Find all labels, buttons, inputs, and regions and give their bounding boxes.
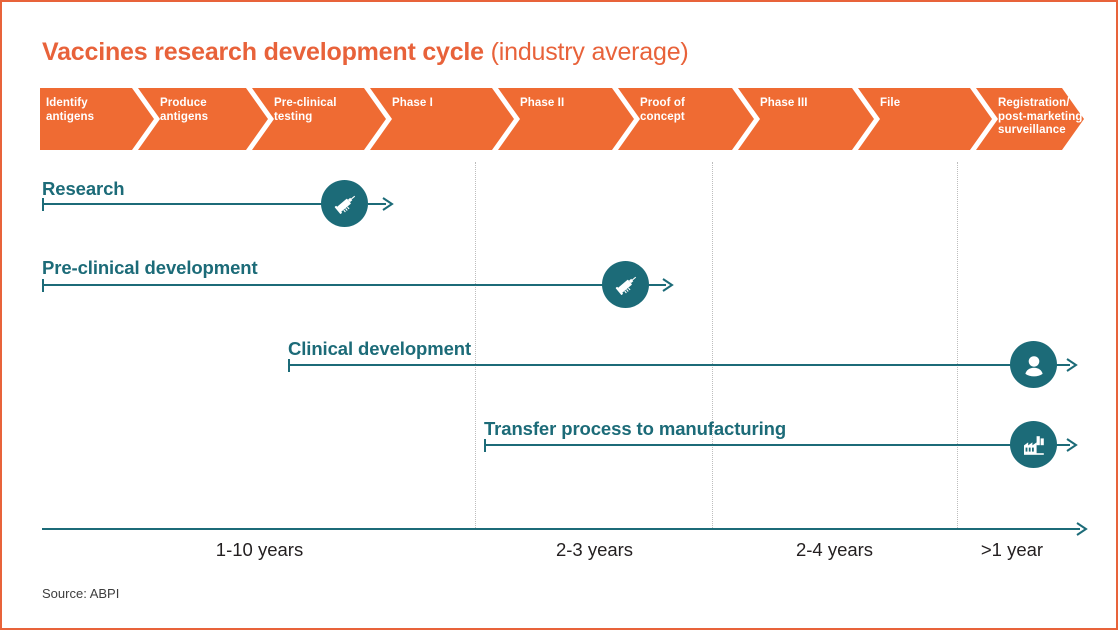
gridline-3 xyxy=(957,162,959,530)
track-line-pre-clinical xyxy=(42,284,624,286)
title-sub: (industry average) xyxy=(490,38,689,66)
gridline-2 xyxy=(712,162,714,530)
stage-label-file: File xyxy=(880,97,901,109)
track-label-clinical-development: Clinical development xyxy=(288,338,472,359)
title-main: Vaccines research development cycle xyxy=(42,38,484,66)
stage-label-phase-i: Phase I xyxy=(392,97,433,109)
axis-duration-3: 2-4 years xyxy=(795,539,874,560)
track-line-transfer xyxy=(484,444,1032,446)
source-note: Source: ABPI xyxy=(42,586,120,601)
syringe-icon xyxy=(602,261,649,308)
syringe-icon xyxy=(321,180,368,227)
axis-duration-4: >1 year xyxy=(980,539,1044,560)
axis-duration-2: 2-3 years xyxy=(555,539,634,560)
track-label-transfer-process: Transfer process to manufacturing xyxy=(484,418,787,439)
stage-chevrons xyxy=(40,88,1084,150)
track-line-clinical xyxy=(288,364,1032,366)
timeline-axis xyxy=(42,528,1077,530)
axis-duration-1: 1-10 years xyxy=(215,539,304,560)
stage-label-phase-ii: Phase II xyxy=(520,97,565,109)
factory-icon xyxy=(1010,421,1057,468)
track-label-pre-clinical-development: Pre-clinical development xyxy=(42,257,258,278)
page-title: Vaccines research development cycle (ind… xyxy=(42,38,689,67)
stage-label-phase-iii: Phase III xyxy=(760,97,808,109)
person-icon xyxy=(1010,341,1057,388)
track-label-research: Research xyxy=(42,178,125,199)
track-line-research xyxy=(42,203,344,205)
gridline-1 xyxy=(475,162,477,530)
